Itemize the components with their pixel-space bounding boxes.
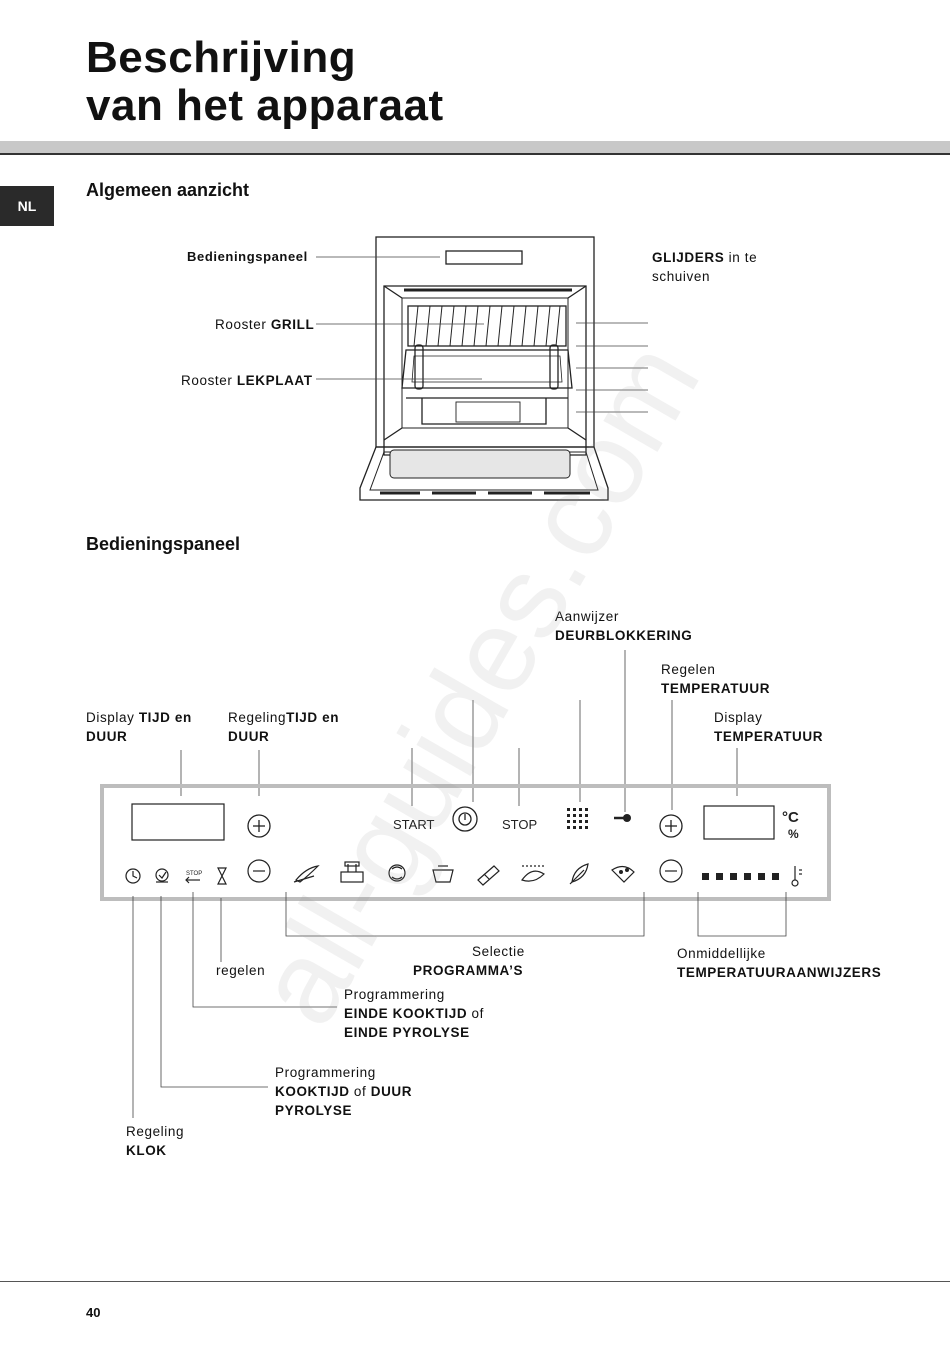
multilevel-program-icon bbox=[340, 861, 364, 883]
label-grill-rack: Rooster GRILL bbox=[215, 317, 315, 332]
page-title-line-1: Beschrijving bbox=[86, 33, 357, 82]
page-title: Beschrijving van het apparaat bbox=[86, 34, 444, 130]
bottom-heat-program-icon bbox=[521, 865, 545, 882]
label-program-selection-bold: PROGRAMMA’S bbox=[413, 963, 524, 978]
end-time-icon bbox=[185, 876, 200, 884]
grid-icon bbox=[567, 808, 588, 829]
temp-minus-button bbox=[659, 859, 683, 883]
stop-button-label: STOP bbox=[502, 817, 537, 832]
time-display-window bbox=[131, 803, 225, 841]
oven-right-rail bbox=[549, 344, 559, 390]
cooking-time-icon bbox=[155, 868, 169, 883]
oven-door bbox=[359, 446, 609, 501]
convection-program-icon bbox=[388, 864, 406, 882]
section-heading-control-panel: Bedieningspaneel bbox=[86, 534, 241, 554]
stop-small-label: STOP bbox=[186, 871, 202, 877]
celsius-indicator: °C bbox=[782, 809, 799, 826]
section-heading-general-view: Algemeen aanzicht bbox=[86, 180, 250, 200]
temperature-indicator-bars bbox=[702, 873, 779, 880]
label-panel: Bedieningspaneel bbox=[187, 249, 308, 264]
label-slides: GLIJDERS in te schuiven bbox=[652, 250, 758, 284]
timer-icon bbox=[217, 867, 227, 885]
oven-control-panel bbox=[445, 250, 523, 265]
vegetable-program-icon bbox=[569, 863, 589, 885]
label-regelen: regelen bbox=[216, 963, 266, 978]
language-tab: NL bbox=[0, 186, 54, 226]
oven-grill-rack bbox=[407, 305, 567, 347]
door-lock-icon bbox=[614, 814, 631, 822]
label-end-programming: Programmering EINDE KOOKTIJD of EINDE PY… bbox=[344, 987, 484, 1040]
page-number: 40 bbox=[86, 1305, 101, 1320]
temp-display-window bbox=[703, 805, 775, 840]
temp-plus-button bbox=[659, 814, 683, 838]
page-title-line-2: van het apparaat bbox=[86, 81, 444, 130]
clock-icon bbox=[125, 868, 141, 884]
pizza-program-icon bbox=[611, 865, 635, 883]
label-drip-tray: Rooster LEKPLAAT bbox=[181, 373, 313, 388]
oven-drip-tray bbox=[401, 349, 573, 389]
footer-rule bbox=[0, 1281, 950, 1282]
header-rule bbox=[0, 153, 950, 155]
oven-grill-bars bbox=[413, 305, 561, 347]
power-icon bbox=[452, 806, 478, 832]
grill-program-icon bbox=[293, 865, 320, 883]
thermometer-icon bbox=[791, 866, 802, 887]
oven-left-rail bbox=[414, 344, 424, 390]
control-panel-diagram: START STOP °C % bbox=[100, 650, 831, 1118]
label-program-selection: Selectie bbox=[472, 944, 525, 959]
panel-frame bbox=[100, 784, 831, 901]
panel-leader-lines-bottom bbox=[132, 892, 787, 1118]
oven-cavity bbox=[383, 285, 587, 456]
rotisserie-program-icon bbox=[477, 865, 500, 886]
oven-door-glass bbox=[389, 449, 571, 479]
oven-diagram bbox=[316, 236, 648, 501]
header-band bbox=[0, 141, 950, 153]
oven-leader-lines bbox=[316, 256, 648, 413]
pot-program-icon bbox=[432, 865, 454, 883]
time-plus-button bbox=[247, 814, 271, 838]
percent-indicator: % bbox=[788, 827, 799, 841]
label-duration-programming: Programmering KOOKTIJD of DUUR PYROLYSE bbox=[275, 1065, 413, 1118]
start-button-label: START bbox=[393, 817, 434, 832]
time-minus-button bbox=[247, 859, 271, 883]
